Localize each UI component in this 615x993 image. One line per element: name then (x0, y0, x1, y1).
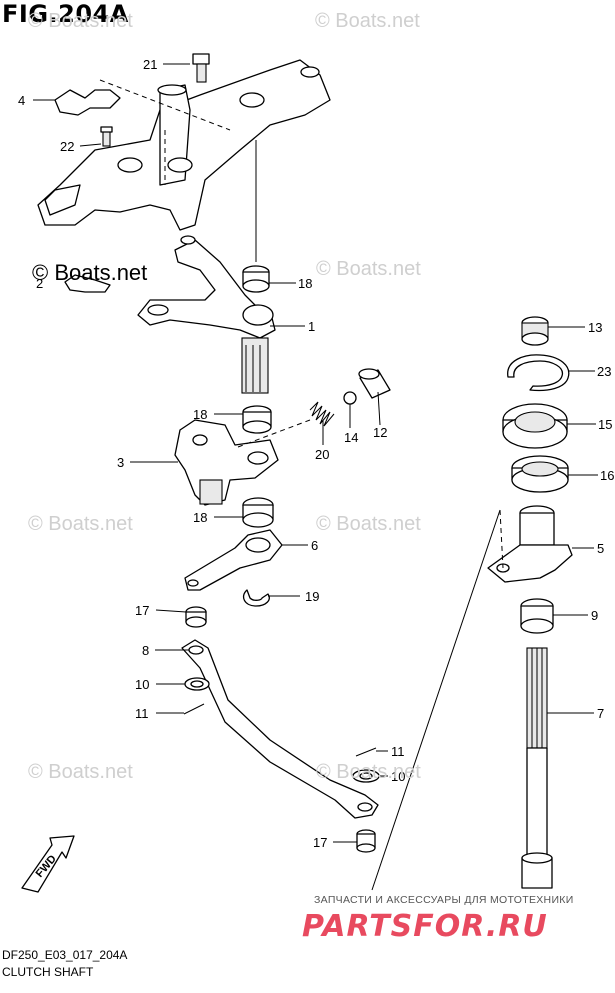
clip-19 (242, 589, 270, 607)
plate-4 (54, 89, 121, 116)
bushing-18b (242, 405, 272, 434)
model-code: DF250_E03_017_204A (2, 948, 128, 962)
callout-21: 21 (143, 57, 157, 72)
callout-14: 14 (344, 430, 358, 445)
callout-18-mid: 18 (193, 407, 207, 422)
housing-5 (487, 505, 573, 583)
bearing-15 (502, 403, 568, 449)
callout-1: 1 (308, 319, 315, 334)
washer-10b-hole (359, 772, 373, 780)
callout-10-left: 10 (135, 677, 149, 692)
bolt-21 (192, 53, 210, 83)
watermark: © Boats.net (315, 10, 420, 32)
washer-10a-hole (190, 680, 204, 688)
callout-23: 23 (597, 364, 611, 379)
plug-13 (521, 316, 549, 346)
watermark: © Boats.net (28, 10, 133, 32)
callouts: 21 4 22 2 18 1 13 23 15 16 18 14 12 (18, 57, 614, 850)
shop-logo[interactable]: PARTSFOR.RU (302, 909, 548, 944)
bushing-18a (242, 265, 270, 293)
callout-6: 6 (311, 538, 318, 553)
callout-7: 7 (597, 706, 604, 721)
callout-16: 16 (600, 468, 614, 483)
figure-title: FIG.204A (2, 0, 129, 28)
circlip-23 (507, 354, 570, 392)
ball-14 (343, 391, 357, 405)
callout-13: 13 (588, 320, 602, 335)
oil-seal-16 (511, 455, 569, 493)
link-rod-8 (181, 639, 379, 819)
callout-9: 9 (591, 608, 598, 623)
bushing-17b (356, 829, 376, 853)
bushing-9 (520, 598, 554, 634)
callout-15: 15 (598, 417, 612, 432)
screw-22 (100, 126, 113, 147)
shift-lever-1 (137, 235, 276, 394)
watermark: © Boats.net (316, 761, 421, 783)
cotter-pin-11a (183, 703, 205, 715)
clutch-shaft-7 (521, 647, 553, 889)
callout-3: 3 (117, 455, 124, 470)
shift-bracket (37, 59, 331, 231)
callout-17-low: 17 (313, 835, 327, 850)
bushing-17a (185, 606, 207, 628)
watermark: © Boats.net (28, 513, 133, 535)
watermark: © Boats.net (32, 260, 148, 285)
callout-12: 12 (373, 425, 387, 440)
callout-2: 2 (36, 276, 43, 291)
cotter-pin-11b (355, 747, 377, 757)
watermark: © Boats.net (316, 513, 421, 535)
callout-11-right: 11 (391, 744, 405, 759)
callout-18-low: 18 (193, 510, 207, 525)
shift-block-3 (174, 419, 279, 506)
assembly-guide-dash (499, 509, 504, 569)
figure-subtitle: CLUTCH SHAFT (2, 965, 94, 979)
clip-2 (64, 274, 111, 293)
callout-10-right: 10 (391, 769, 405, 784)
callout-20: 20 (315, 447, 329, 462)
shift-arm-6 (184, 529, 283, 591)
watermark: © Boats.net (316, 258, 421, 280)
callout-22: 22 (60, 139, 74, 154)
callout-4: 4 (18, 93, 25, 108)
sleeve-12 (358, 368, 391, 399)
assembly-guide-line (371, 509, 501, 891)
callout-18-top: 18 (298, 276, 312, 291)
callout-5: 5 (597, 541, 604, 556)
spring-axis (237, 419, 311, 448)
bushing-18c (242, 497, 274, 528)
callout-8: 8 (142, 643, 149, 658)
watermark: © Boats.net (28, 761, 133, 783)
spring-20 (309, 401, 335, 427)
callout-11-left: 11 (135, 706, 149, 721)
callout-19: 19 (305, 589, 319, 604)
shop-tagline: ЗАПЧАСТИ И АКСЕССУАРЫ ДЛЯ МОТОТЕХНИКИ (314, 894, 574, 906)
fwd-arrow-icon: FWD (21, 835, 75, 893)
callout-17-top: 17 (135, 603, 149, 618)
